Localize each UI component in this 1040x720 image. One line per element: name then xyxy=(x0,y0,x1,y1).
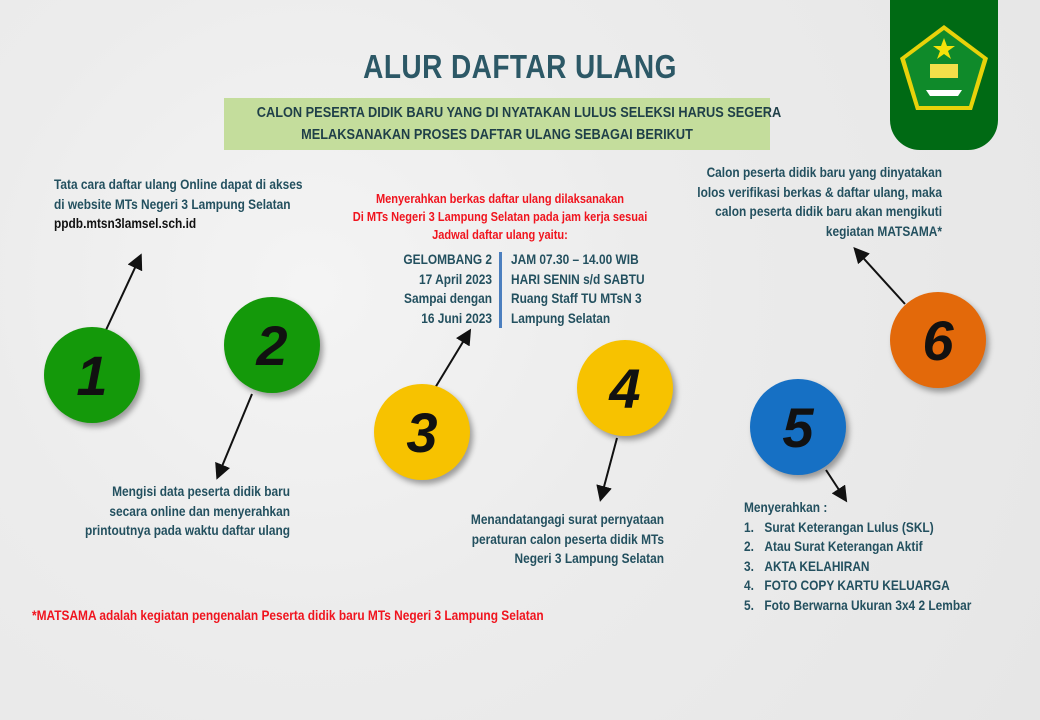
text-line: kegiatan MATSAMA* xyxy=(825,222,942,239)
text-line: secara online dan menyerahkan xyxy=(109,502,290,519)
text-line: Tata cara daftar ulang Online dapat di a… xyxy=(54,176,303,192)
step-5-heading: Menyerahkan : xyxy=(744,499,828,515)
step-2-circle: 2 xyxy=(224,297,320,393)
arrow-step-4 xyxy=(596,437,618,502)
list-item: 3. AKTA KELAHIRAN xyxy=(744,557,971,577)
step-3-dates: GELOMBANG 2 17 April 2023 Sampai dengan … xyxy=(354,250,492,328)
text-line: lolos verifikasi berkas & daftar ulang, … xyxy=(697,183,942,200)
step-6-text: Calon peserta didik baru yang dinyatakan… xyxy=(651,163,942,241)
text-line: Sampai dengan xyxy=(404,290,492,306)
intro-banner: CALON PESERTA DIDIK BARU YANG DI NYATAKA… xyxy=(224,98,782,150)
text-line: Jadwal daftar ulang yaitu: xyxy=(432,227,568,242)
item-number: 4. xyxy=(744,577,754,593)
item-text: Surat Keterangan Lulus (SKL) xyxy=(764,518,934,535)
step-5-circle: 5 xyxy=(750,379,846,475)
list-item: 5. Foto Berwarna Ukuran 3x4 2 Lembar xyxy=(744,596,971,616)
item-number: 1. xyxy=(744,518,754,535)
text-line: 16 Juni 2023 xyxy=(421,309,492,326)
text-line: printoutnya pada waktu daftar ulang xyxy=(85,522,290,538)
text-line: Di MTs Negeri 3 Lampung Selatan pada jam… xyxy=(352,209,648,224)
item-text: Atau Surat Keterangan Aktif xyxy=(764,538,923,554)
kemenag-logo xyxy=(900,25,988,110)
website-link[interactable]: ppdb.mtsn3lamsel.sch.id xyxy=(54,215,197,231)
arrow-step-3 xyxy=(434,328,472,389)
step-3-schedule: JAM 07.30 – 14.00 WIB HARI SENIN s/d SAB… xyxy=(511,250,645,328)
text-line: di website MTs Negeri 3 Lampung Selatan xyxy=(54,195,291,212)
document-list: 1. Surat Keterangan Lulus (SKL) 2. Atau Su… xyxy=(744,518,971,616)
text-line: Negeri 3 Lampung Selatan xyxy=(514,550,664,566)
item-number: 3. xyxy=(744,557,754,574)
text-line: Menandatangagi surat pernyataan xyxy=(470,511,664,527)
list-item: 2. Atau Surat Keterangan Aktif xyxy=(744,537,971,557)
arrow-step-2 xyxy=(215,393,253,480)
item-number: 2. xyxy=(744,538,754,554)
step-3-intro: Menyerahkan berkas daftar ulang dilaksan… xyxy=(330,190,670,244)
text-line: Mengisi data peserta didik baru xyxy=(112,483,291,499)
footnote: *MATSAMA adalah kegiatan pengenalan Pese… xyxy=(32,607,544,623)
item-text: FOTO COPY KARTU KELUARGA xyxy=(764,577,950,593)
text-line: peraturan calon peserta didik MTs xyxy=(471,530,664,547)
divider xyxy=(499,252,502,328)
page-title: ALUR DAFTAR ULANG xyxy=(363,48,677,85)
text-line: Calon peserta didik baru yang dinyatakan xyxy=(706,164,942,180)
step-4-text: Menandatangagi surat pernyataan peratura… xyxy=(406,510,664,569)
text-line: HARI SENIN s/d SABTU xyxy=(511,270,645,287)
logo-banner xyxy=(890,0,998,150)
banner-line: CALON PESERTA DIDIK BARU YANG DI NYATAKA… xyxy=(256,105,782,121)
step-1-text: Tata cara daftar ulang Online dapat di a… xyxy=(54,175,302,234)
banner-line: MELAKSANAKAN PROSES DAFTAR ULANG SEBAGAI… xyxy=(301,127,693,143)
step-2-text: Mengisi data peserta didik baru secara o… xyxy=(44,482,291,541)
text-line: Menyerahkan berkas daftar ulang dilaksan… xyxy=(375,191,625,206)
arrow-step-1 xyxy=(105,253,143,331)
list-item: 4. FOTO COPY KARTU KELUARGA xyxy=(744,576,971,596)
list-item: 1. Surat Keterangan Lulus (SKL) xyxy=(744,518,971,538)
text-line: Ruang Staff TU MTsN 3 xyxy=(511,290,642,306)
step-6-circle: 6 xyxy=(890,292,986,388)
step-3-circle: 3 xyxy=(374,384,470,480)
text-line: Lampung Selatan xyxy=(511,309,611,326)
item-number: 5. xyxy=(744,596,754,613)
item-text: AKTA KELAHIRAN xyxy=(764,557,870,574)
text-line: GELOMBANG 2 xyxy=(403,251,492,267)
item-text: Foto Berwarna Ukuran 3x4 2 Lembar xyxy=(764,596,972,613)
text-line: 17 April 2023 xyxy=(419,270,492,287)
step-1-circle: 1 xyxy=(44,327,140,423)
step-5-text: Menyerahkan : 1. Surat Keterangan Lulus (… xyxy=(744,498,971,615)
arrow-step-6 xyxy=(853,247,906,305)
arrow-step-5 xyxy=(825,469,848,503)
text-line: calon peserta didik baru akan mengikuti xyxy=(715,203,942,219)
text-line: JAM 07.30 – 14.00 WIB xyxy=(511,251,639,267)
step-4-circle: 4 xyxy=(577,340,673,436)
